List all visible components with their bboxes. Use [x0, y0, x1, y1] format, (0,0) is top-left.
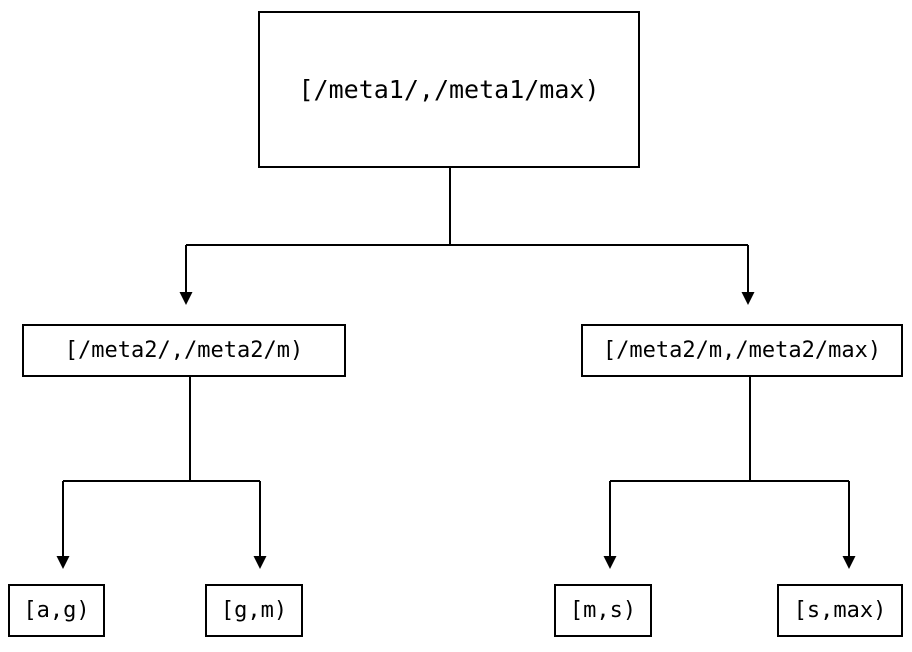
tree-node-leaf-2-label: [g,m)	[220, 597, 288, 623]
tree-node-mid-right-label: [/meta2/m,/meta2/max)	[602, 337, 882, 363]
tree-node-root-label: [/meta1/,/meta1/max)	[298, 75, 600, 104]
tree-node-leaf-3[interactable]: [m,s)	[554, 584, 652, 637]
tree-node-leaf-1[interactable]: [a,g)	[8, 584, 105, 637]
tree-node-leaf-4-label: [s,max)	[793, 597, 887, 623]
tree-node-leaf-1-label: [a,g)	[23, 597, 90, 623]
tree-node-mid-left[interactable]: [/meta2/,/meta2/m)	[22, 324, 346, 377]
arrowhead-to-mid-right	[741, 292, 755, 305]
arrowhead-to-leaf-4	[842, 556, 856, 569]
tree-node-root[interactable]: [/meta1/,/meta1/max)	[258, 11, 640, 168]
tree-node-leaf-3-label: [m,s)	[569, 597, 637, 623]
arrowhead-to-leaf-2	[253, 556, 267, 569]
tree-node-mid-right[interactable]: [/meta2/m,/meta2/max)	[581, 324, 903, 377]
tree-node-leaf-2[interactable]: [g,m)	[205, 584, 303, 637]
tree-node-mid-left-label: [/meta2/,/meta2/m)	[64, 337, 304, 363]
tree-node-leaf-4[interactable]: [s,max)	[777, 584, 903, 637]
arrowhead-to-leaf-3	[603, 556, 617, 569]
arrowhead-to-leaf-1	[56, 556, 70, 569]
arrowhead-to-mid-left	[179, 292, 193, 305]
